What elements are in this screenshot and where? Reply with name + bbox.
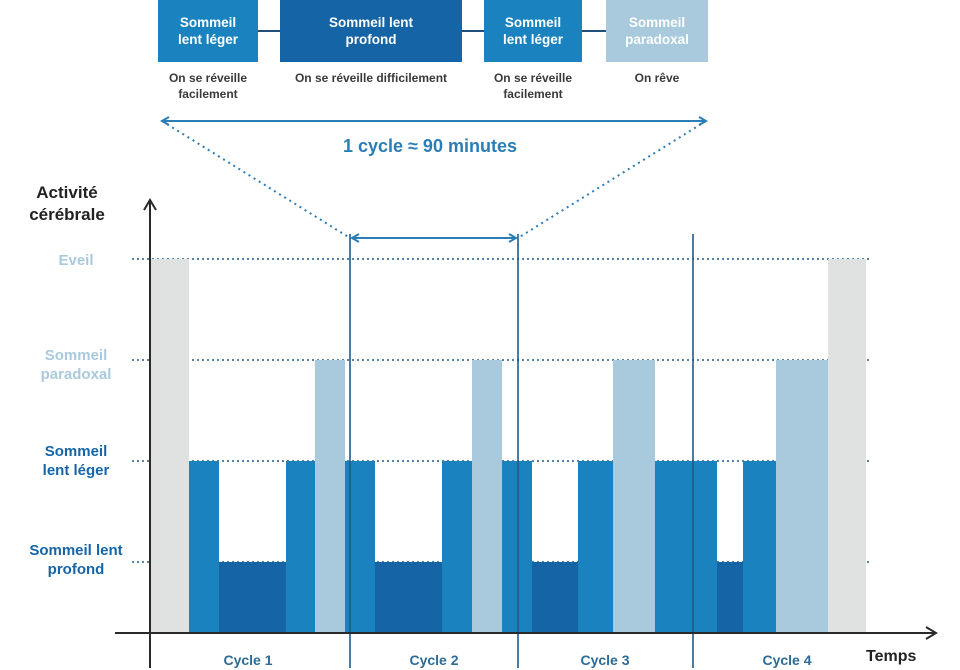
stage-box-paradoxal: Sommeil paradoxal [606, 0, 708, 62]
level-label-profond: Sommeil lent profond [29, 542, 123, 578]
level-label-eveil: Eveil [58, 252, 94, 269]
level-label-leger: Sommeil lent léger [42, 443, 110, 479]
bar-sommeil-lent-profond [219, 562, 286, 633]
bar-sommeil-lent-léger [655, 461, 717, 633]
dotted-funnel-line [517, 120, 707, 239]
dotted-funnel-line [161, 120, 351, 239]
cycle-label: Cycle 3 [580, 652, 630, 668]
bar-sommeil-paradoxal [613, 360, 655, 633]
stage-connector [258, 30, 280, 32]
stage-desc: On se réveille difficilement [294, 71, 448, 85]
stage-connector [582, 30, 606, 32]
bar-sommeil-lent-léger [442, 461, 472, 633]
cycle-label: Cycle 1 [223, 652, 273, 668]
stage-connector [462, 30, 484, 32]
stage-box-leger: Sommeil lent léger [158, 0, 258, 62]
bar-eveil [828, 259, 866, 633]
stage-desc: On rêve [634, 71, 680, 85]
stage-box-leger: Sommeil lent léger [484, 0, 582, 62]
bar-sommeil-lent-léger [578, 461, 613, 633]
bar-sommeil-lent-léger [189, 461, 219, 633]
level-label-paradoxal: Sommeil paradoxal [40, 347, 112, 383]
bar-sommeil-lent-léger [286, 461, 315, 633]
bar-sommeil-lent-profond [717, 562, 743, 633]
bar-sommeil-paradoxal [472, 360, 502, 633]
bar-sommeil-lent-léger [743, 461, 776, 633]
stage-desc: On se réveille facilement [168, 71, 248, 101]
stage-box-profond: Sommeil lent profond [280, 0, 462, 62]
bar-sommeil-paradoxal [315, 360, 345, 633]
cycle-label: Cycle 2 [409, 652, 459, 668]
x-axis-title: Temps [866, 648, 917, 665]
cycle-label: Cycle 4 [762, 652, 812, 668]
y-axis-title: Activité cérébrale [29, 183, 105, 224]
stage-desc: On se réveille facilement [493, 71, 573, 101]
bar-sommeil-lent-profond [375, 562, 442, 633]
bar-sommeil-lent-léger [502, 461, 532, 633]
cycle-duration-caption: 1 cycle ≈ 90 minutes [343, 136, 517, 156]
bar-sommeil-lent-profond [532, 562, 578, 633]
bar-eveil [151, 259, 189, 633]
bar-sommeil-paradoxal [776, 360, 828, 633]
